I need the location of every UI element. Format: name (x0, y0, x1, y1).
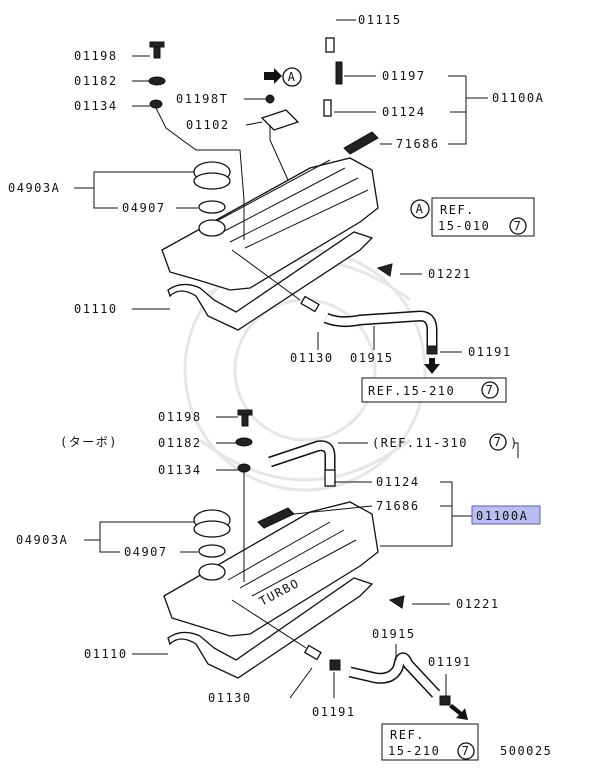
label-bot-ref-113-circle: 7 (494, 435, 503, 449)
bracket-01102 (260, 109, 300, 131)
gasket-01197 (335, 61, 343, 85)
label-bot-ref-113-close: ) (510, 436, 519, 450)
label-top-01198: 01198 (74, 49, 118, 63)
label-bot-ref-113: (REF.11-310 (372, 436, 468, 450)
ref-a-line1: REF. (440, 203, 475, 217)
hose-clip (325, 37, 335, 53)
ref-a-letter: A (416, 202, 425, 216)
bottom-assembly: TURBO (163, 409, 468, 720)
label-bot-01130: 01130 (208, 691, 252, 705)
plug-01221 (376, 263, 393, 277)
label-top-04903A: 04903A (8, 181, 60, 195)
washer-01182 (148, 76, 166, 86)
pcv-valve-01130 (300, 295, 320, 313)
nut-01134-bottom (237, 463, 251, 473)
label-71686 (343, 131, 379, 155)
label-bot-04907: 04907 (124, 545, 168, 559)
ref-a-line2: 15-010 (438, 219, 490, 233)
arrow-down-icon (424, 358, 440, 374)
label-top-01115: 01115 (358, 13, 402, 27)
callout-a-circle (282, 67, 302, 87)
gasket-04907 (198, 200, 226, 214)
ref-a-circle: 7 (514, 219, 523, 233)
bolt-01198T (265, 94, 275, 104)
label-bot-01191-right: 01191 (428, 655, 472, 669)
label-bot-01110: 01110 (84, 647, 128, 661)
label-top-71686: 71686 (396, 137, 440, 151)
clip-01191 (426, 345, 438, 355)
label-bot-01124: 01124 (376, 475, 420, 489)
highlight-01100A[interactable] (471, 505, 541, 525)
bottom-leaders (84, 416, 519, 699)
pcv-valve-01130-bottom (303, 644, 322, 661)
label-bot-01915: 01915 (372, 627, 416, 641)
label-bot-turbo-note: (ターボ) (60, 435, 118, 449)
ref-113-circle (489, 433, 507, 451)
ref-box-15-210-bottom[interactable]: REF. 15-210 7 (381, 723, 479, 761)
plug-01221-bottom (388, 595, 405, 609)
rocker-cover-bottom (163, 501, 379, 637)
label-bot-01198: 01198 (158, 410, 202, 424)
ref-box-15-010[interactable]: A REF. 15-010 7 (410, 197, 535, 237)
nut-01134 (149, 99, 163, 109)
label-bot-01221: 01221 (456, 597, 500, 611)
arrow-down-right-icon (449, 704, 468, 720)
label-top-01197: 01197 (382, 69, 426, 83)
seal-01124-bottom (324, 469, 336, 487)
top-assembly: A (148, 8, 440, 374)
ref-bot-circle: 7 (462, 744, 471, 758)
ref-mid-text: REF.15-210 (368, 384, 455, 398)
cover-gasket-01110-bottom (167, 577, 374, 679)
rocker-cover-top (161, 157, 379, 291)
ref-box-15-210-mid[interactable]: REF.15-210 7 (361, 377, 507, 403)
diagram-id: 500025 (500, 744, 552, 758)
label-bot-04903A: 04903A (16, 533, 68, 547)
callout-a-letter: A (288, 70, 297, 84)
label-bot-71686: 71686 (376, 499, 420, 513)
label-bot-01100A: 01100A (476, 509, 528, 523)
label-top-01221: 01221 (428, 267, 472, 281)
label-top-01182: 01182 (74, 74, 118, 88)
label-top-01110: 01110 (74, 302, 118, 316)
label-top-01100A: 01100A (492, 91, 544, 105)
label-bot-01182: 01182 (158, 436, 202, 450)
gasket-04907-bottom (198, 544, 226, 558)
clip-01191-right (439, 695, 451, 706)
label-top-01915: 01915 (350, 351, 394, 365)
label-top-04907: 04907 (122, 201, 166, 215)
label-top-01102: 01102 (186, 118, 230, 132)
cover-gasket-01110 (167, 231, 374, 331)
label-bot-01134: 01134 (158, 463, 202, 477)
filler-neck (198, 219, 226, 237)
label-top-01191: 01191 (468, 345, 512, 359)
clip-01191-bottom (329, 659, 341, 671)
ref-bot-line1: REF. (390, 728, 425, 742)
label-top-01134: 01134 (74, 99, 118, 113)
arrow-right-icon (264, 68, 282, 84)
top-leaders (74, 19, 488, 353)
label-bot-01191-bottom: 01191 (312, 705, 356, 719)
seal-01124 (323, 99, 332, 117)
filler-neck-bottom (198, 563, 226, 581)
label-top-01198T: 01198T (176, 92, 228, 106)
label-top-01124: 01124 (382, 105, 426, 119)
ref-mid-circle: 7 (486, 383, 495, 397)
washer-01182-bottom (235, 437, 253, 447)
ref-bot-line2: 15-210 (388, 744, 440, 758)
label-top-01130: 01130 (290, 351, 334, 365)
